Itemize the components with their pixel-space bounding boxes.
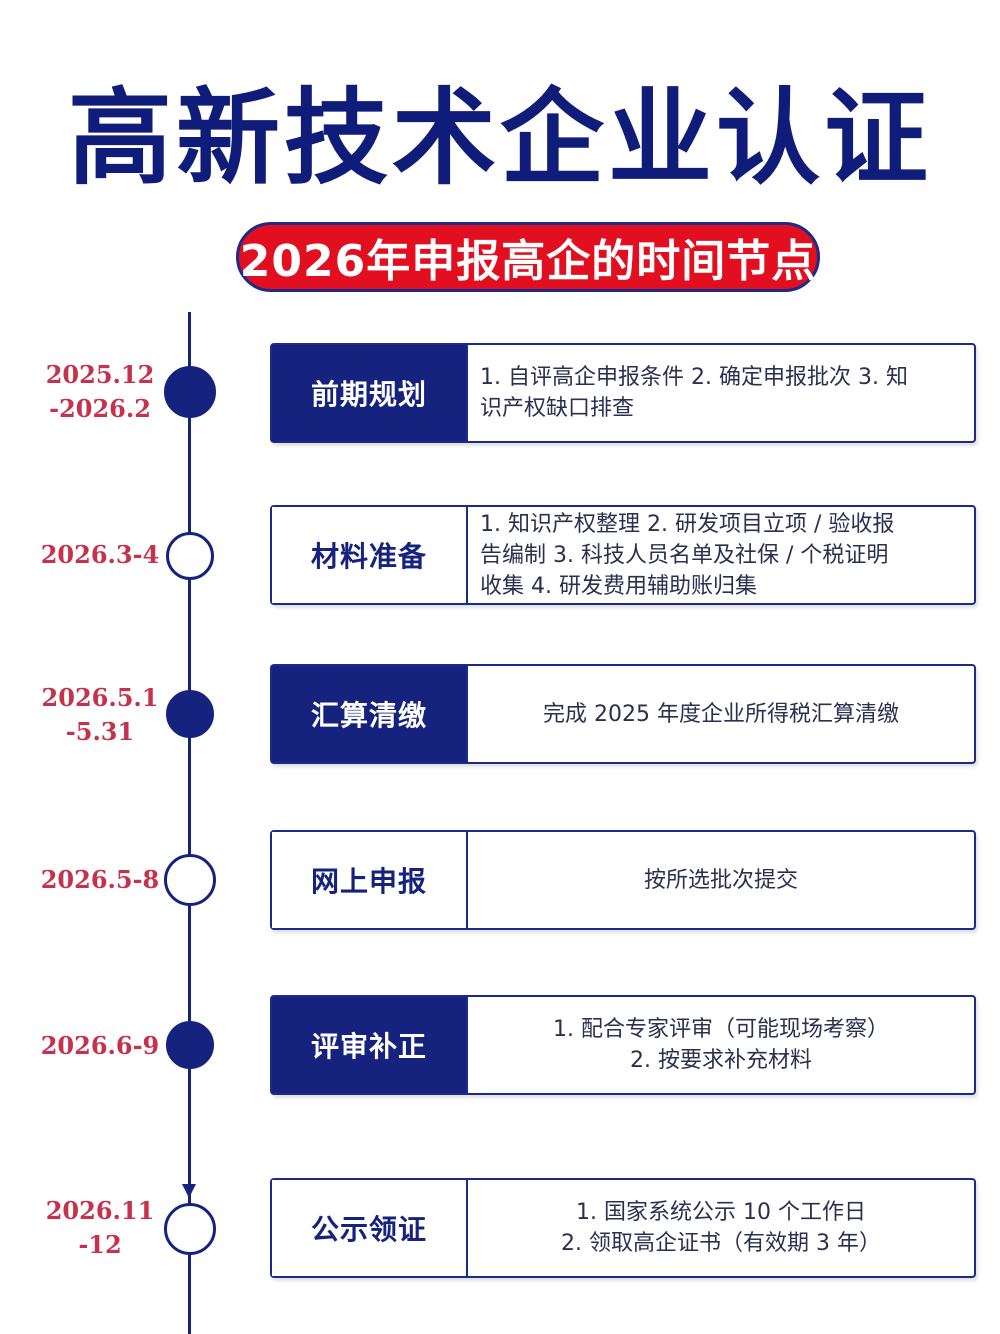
stage-label: 网上申报 bbox=[272, 832, 468, 928]
stage-description: 完成 2025 年度企业所得税汇算清缴 bbox=[468, 666, 974, 762]
stage-label: 公示领证 bbox=[272, 1180, 468, 1276]
stage-date: 2026.11 -12 bbox=[45, 1196, 155, 1259]
timeline-node-filled bbox=[164, 366, 216, 418]
stage-card: 前期规划 1. 自评高企申报条件 2. 确定申报批次 3. 知 识产权缺口排查 bbox=[270, 343, 976, 443]
stage-description-text: 按所选批次提交 bbox=[643, 867, 798, 893]
stage-description-text: 1. 国家系统公示 10 个工作日 2. 领取高企证书（有效期 3 年） bbox=[561, 1200, 881, 1256]
stage-card: 材料准备 1. 知识产权整理 2. 研发项目立项 / 验收报 告编制 3. 科技… bbox=[270, 505, 976, 605]
stage-label: 汇算清缴 bbox=[272, 666, 468, 762]
stage-label: 前期规划 bbox=[272, 345, 468, 441]
stage-card: 公示领证 1. 国家系统公示 10 个工作日 2. 领取高企证书（有效期 3 年… bbox=[270, 1178, 976, 1278]
subtitle-banner: 2026年申报高企的时间节点 bbox=[236, 222, 820, 292]
stage-label: 评审补正 bbox=[272, 997, 468, 1093]
subtitle-text: 2026年申报高企的时间节点 bbox=[239, 236, 817, 287]
stage-card: 评审补正 1. 配合专家评审（可能现场考察） 2. 按要求补充材料 bbox=[270, 995, 976, 1095]
stage-description-text: 1. 自评高企申报条件 2. 确定申报批次 3. 知 识产权缺口排查 bbox=[480, 365, 908, 421]
stage-date: 2026.6-9 bbox=[40, 1031, 160, 1060]
stage-description-text: 1. 知识产权整理 2. 研发项目立项 / 验收报 告编制 3. 科技人员名单及… bbox=[480, 511, 895, 599]
timeline-node-filled bbox=[166, 1021, 214, 1069]
stage-date: 2026.5-8 bbox=[40, 865, 160, 894]
timeline-node-hollow bbox=[164, 1203, 216, 1255]
stage-label: 材料准备 bbox=[272, 507, 468, 603]
stage-card: 汇算清缴 完成 2025 年度企业所得税汇算清缴 bbox=[270, 664, 976, 764]
timeline-node-filled bbox=[166, 690, 214, 738]
stage-card: 网上申报 按所选批次提交 bbox=[270, 830, 976, 930]
timeline-arrow-icon bbox=[182, 1184, 196, 1198]
stage-description: 1. 国家系统公示 10 个工作日 2. 领取高企证书（有效期 3 年） bbox=[468, 1180, 974, 1276]
stage-description-text: 完成 2025 年度企业所得税汇算清缴 bbox=[543, 701, 899, 727]
stage-date: 2026.5.1 -5.31 bbox=[41, 683, 159, 746]
timeline-line bbox=[188, 312, 191, 1334]
stage-description: 1. 知识产权整理 2. 研发项目立项 / 验收报 告编制 3. 科技人员名单及… bbox=[468, 507, 974, 603]
page-title: 高新技术企业认证 bbox=[67, 77, 932, 199]
timeline-node-hollow bbox=[166, 532, 214, 580]
timeline-node-hollow bbox=[164, 854, 216, 906]
stage-description: 1. 配合专家评审（可能现场考察） 2. 按要求补充材料 bbox=[468, 997, 974, 1093]
stage-description: 1. 自评高企申报条件 2. 确定申报批次 3. 知 识产权缺口排查 bbox=[468, 345, 974, 441]
stage-date: 2025.12 -2026.2 bbox=[45, 360, 155, 423]
stage-description: 按所选批次提交 bbox=[468, 832, 974, 928]
stage-date: 2026.3-4 bbox=[40, 540, 160, 569]
stage-description-text: 1. 配合专家评审（可能现场考察） 2. 按要求补充材料 bbox=[553, 1017, 889, 1073]
